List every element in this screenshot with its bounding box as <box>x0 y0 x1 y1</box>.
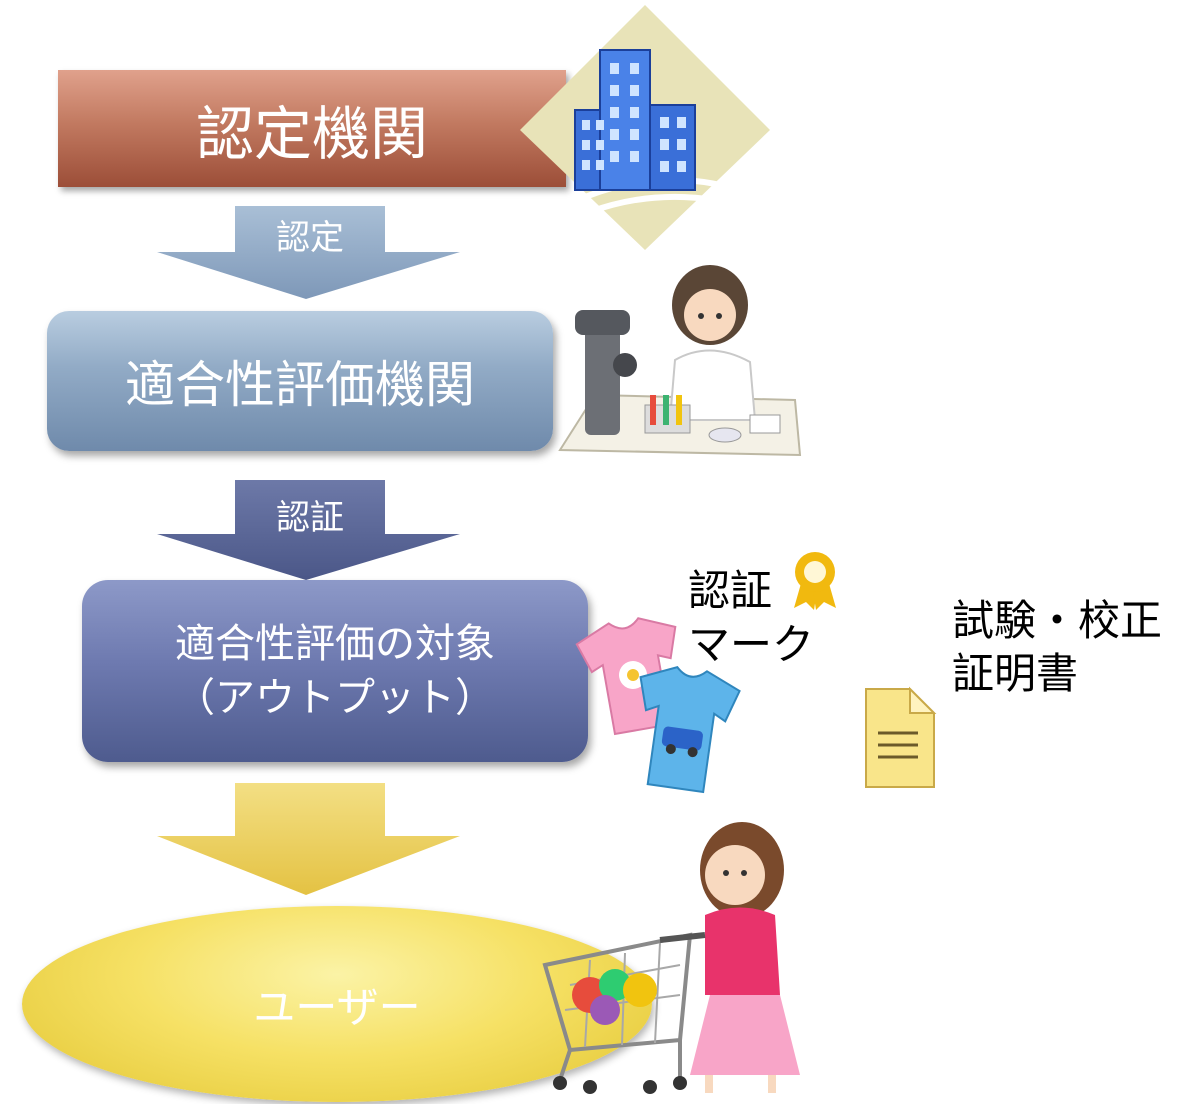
conformity-body-box: 適合性評価機関 <box>47 311 553 451</box>
output-label-line2: （アウトプット） <box>175 675 495 721</box>
report-label-line2: 証明書 <box>952 649 1079 698</box>
building-icon <box>520 5 770 250</box>
arrow-label-certification: 認証 <box>276 498 344 538</box>
scientist-icon <box>558 265 802 457</box>
tshirts-icon <box>575 617 741 794</box>
output-box: 適合性評価の対象 （アウトプット） <box>82 580 588 762</box>
mark-label-line1: 認証 <box>688 566 773 615</box>
conformity-body-label: 適合性評価機関 <box>125 356 475 414</box>
document-icon <box>865 686 937 788</box>
award-ribbon-icon <box>794 552 836 610</box>
report-label-line1: 試験・校正 <box>952 596 1163 645</box>
user-label: ユーザー <box>253 982 421 1032</box>
mark-label-line2: マーク <box>688 620 815 669</box>
accreditation-body-label: 認定機関 <box>195 99 428 168</box>
shopper-icon <box>542 822 800 1094</box>
user-ellipse: ユーザー <box>22 906 652 1102</box>
output-label-line1: 適合性評価の対象 <box>175 621 495 667</box>
arrow-label-accreditation: 認定 <box>276 218 344 258</box>
accreditation-body-box: 認定機関 <box>58 70 566 187</box>
